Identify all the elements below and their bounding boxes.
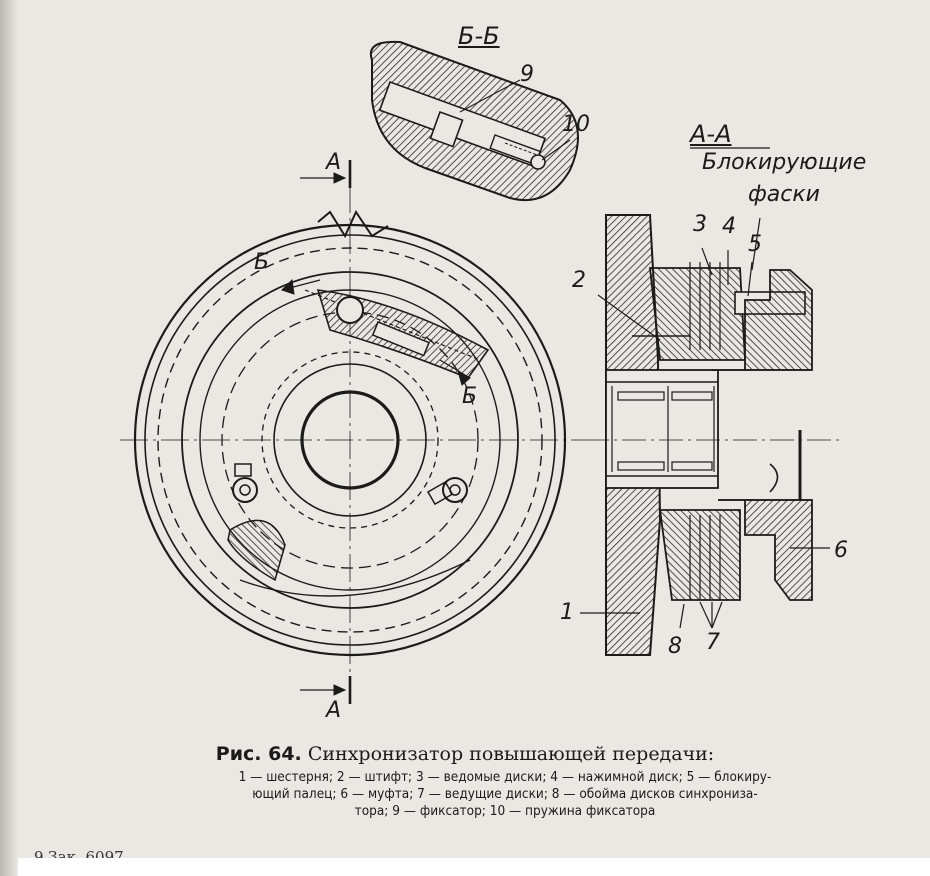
drawing-lines [120, 40, 840, 704]
cut-mark-b-bottom: Б [462, 384, 478, 409]
legend-line-2: ющий палец; 6 — муфта; 7 — ведущие диски… [252, 786, 758, 802]
page-gutter-shadow [0, 0, 18, 876]
section-aa-title: А-А [690, 120, 732, 148]
scan-bottom-margin [18, 858, 930, 876]
callout-8: 8 [668, 634, 682, 659]
callout-5: 5 [748, 232, 762, 257]
figure-title: Синхронизатор повышающей передачи: [307, 743, 715, 765]
figure-caption-title: Рис. 64. Синхронизатор повышающей переда… [0, 742, 930, 766]
section-bb-detail [369, 40, 579, 202]
callout-3: 3 [693, 212, 707, 237]
cut-mark-a-bottom: А [326, 698, 342, 723]
cut-mark-b-top: Б [254, 250, 270, 275]
callout-6: 6 [834, 538, 848, 563]
callout-1: 1 [560, 600, 574, 625]
legend-line-1: 1 — шестерня; 2 — штифт; 3 — ведомые дис… [238, 769, 772, 785]
callout-9: 9 [520, 62, 534, 87]
callout-10: 10 [562, 112, 590, 137]
figure-number: Рис. 64. [215, 743, 302, 765]
cut-mark-a-top: А [326, 150, 342, 175]
front-view [120, 160, 585, 704]
section-aa [580, 147, 840, 656]
section-bb-title: Б-Б [458, 22, 500, 50]
callout-7: 7 [706, 630, 720, 655]
technical-drawing: Б-Б А-А Блокирующие фаски А А Б Б 1 2 3 … [120, 22, 867, 723]
callout-2: 2 [572, 268, 586, 293]
legend-line-3: тора; 9 — фиксатор; 10 — пружина фиксато… [354, 803, 656, 819]
annotation-blocking-chamfers-line2: фаски [748, 182, 820, 207]
figure-legend: 1 — шестерня; 2 — штифт; 3 — ведомые дис… [110, 769, 900, 820]
callout-4: 4 [722, 214, 736, 239]
annotation-blocking-chamfers-line1: Блокирующие [702, 150, 867, 175]
